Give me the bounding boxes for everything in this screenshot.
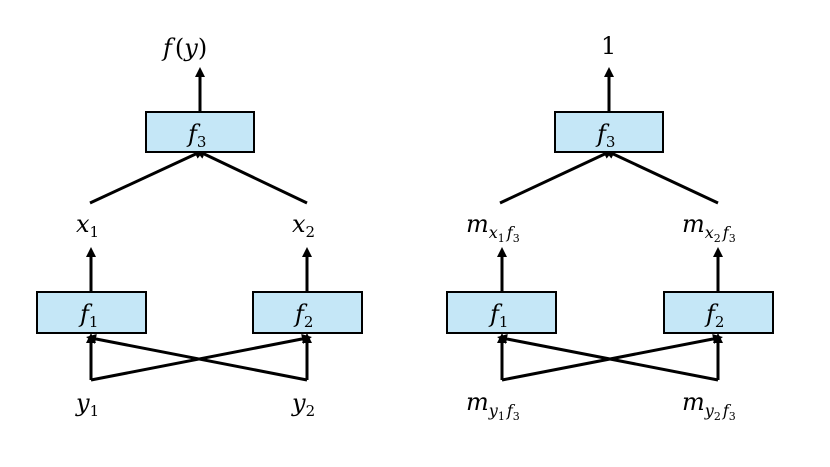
edge-left-fan-to-f3 <box>89 149 205 205</box>
edge-my2-to-f1-right <box>497 334 719 382</box>
variable-x1-label: x1 <box>76 210 99 241</box>
output-label-right: 1 <box>601 32 616 60</box>
edge-right-fan-to-f3-right <box>604 149 719 205</box>
left-graph: f(y) f3 f1 f2 x1 x2 y1 y2 <box>36 34 363 420</box>
variable-y1-label: y1 <box>75 389 99 420</box>
factor-f3-box <box>145 111 255 153</box>
edge-right-fan-to-f3 <box>195 149 308 205</box>
variable-x2-label: x2 <box>292 210 315 241</box>
factor-f2-box <box>252 291 363 334</box>
factor-f3-box-right <box>554 111 664 153</box>
factor-f1-box <box>36 291 147 334</box>
output-label: f(y) <box>161 34 207 62</box>
factor-f2-box-right <box>663 291 774 334</box>
variable-y2-label: y2 <box>291 389 315 420</box>
edge-y2-to-f1 <box>86 334 308 382</box>
factor-f1-box-right <box>446 291 557 334</box>
edge-left-fan-to-f3-right <box>499 149 614 205</box>
